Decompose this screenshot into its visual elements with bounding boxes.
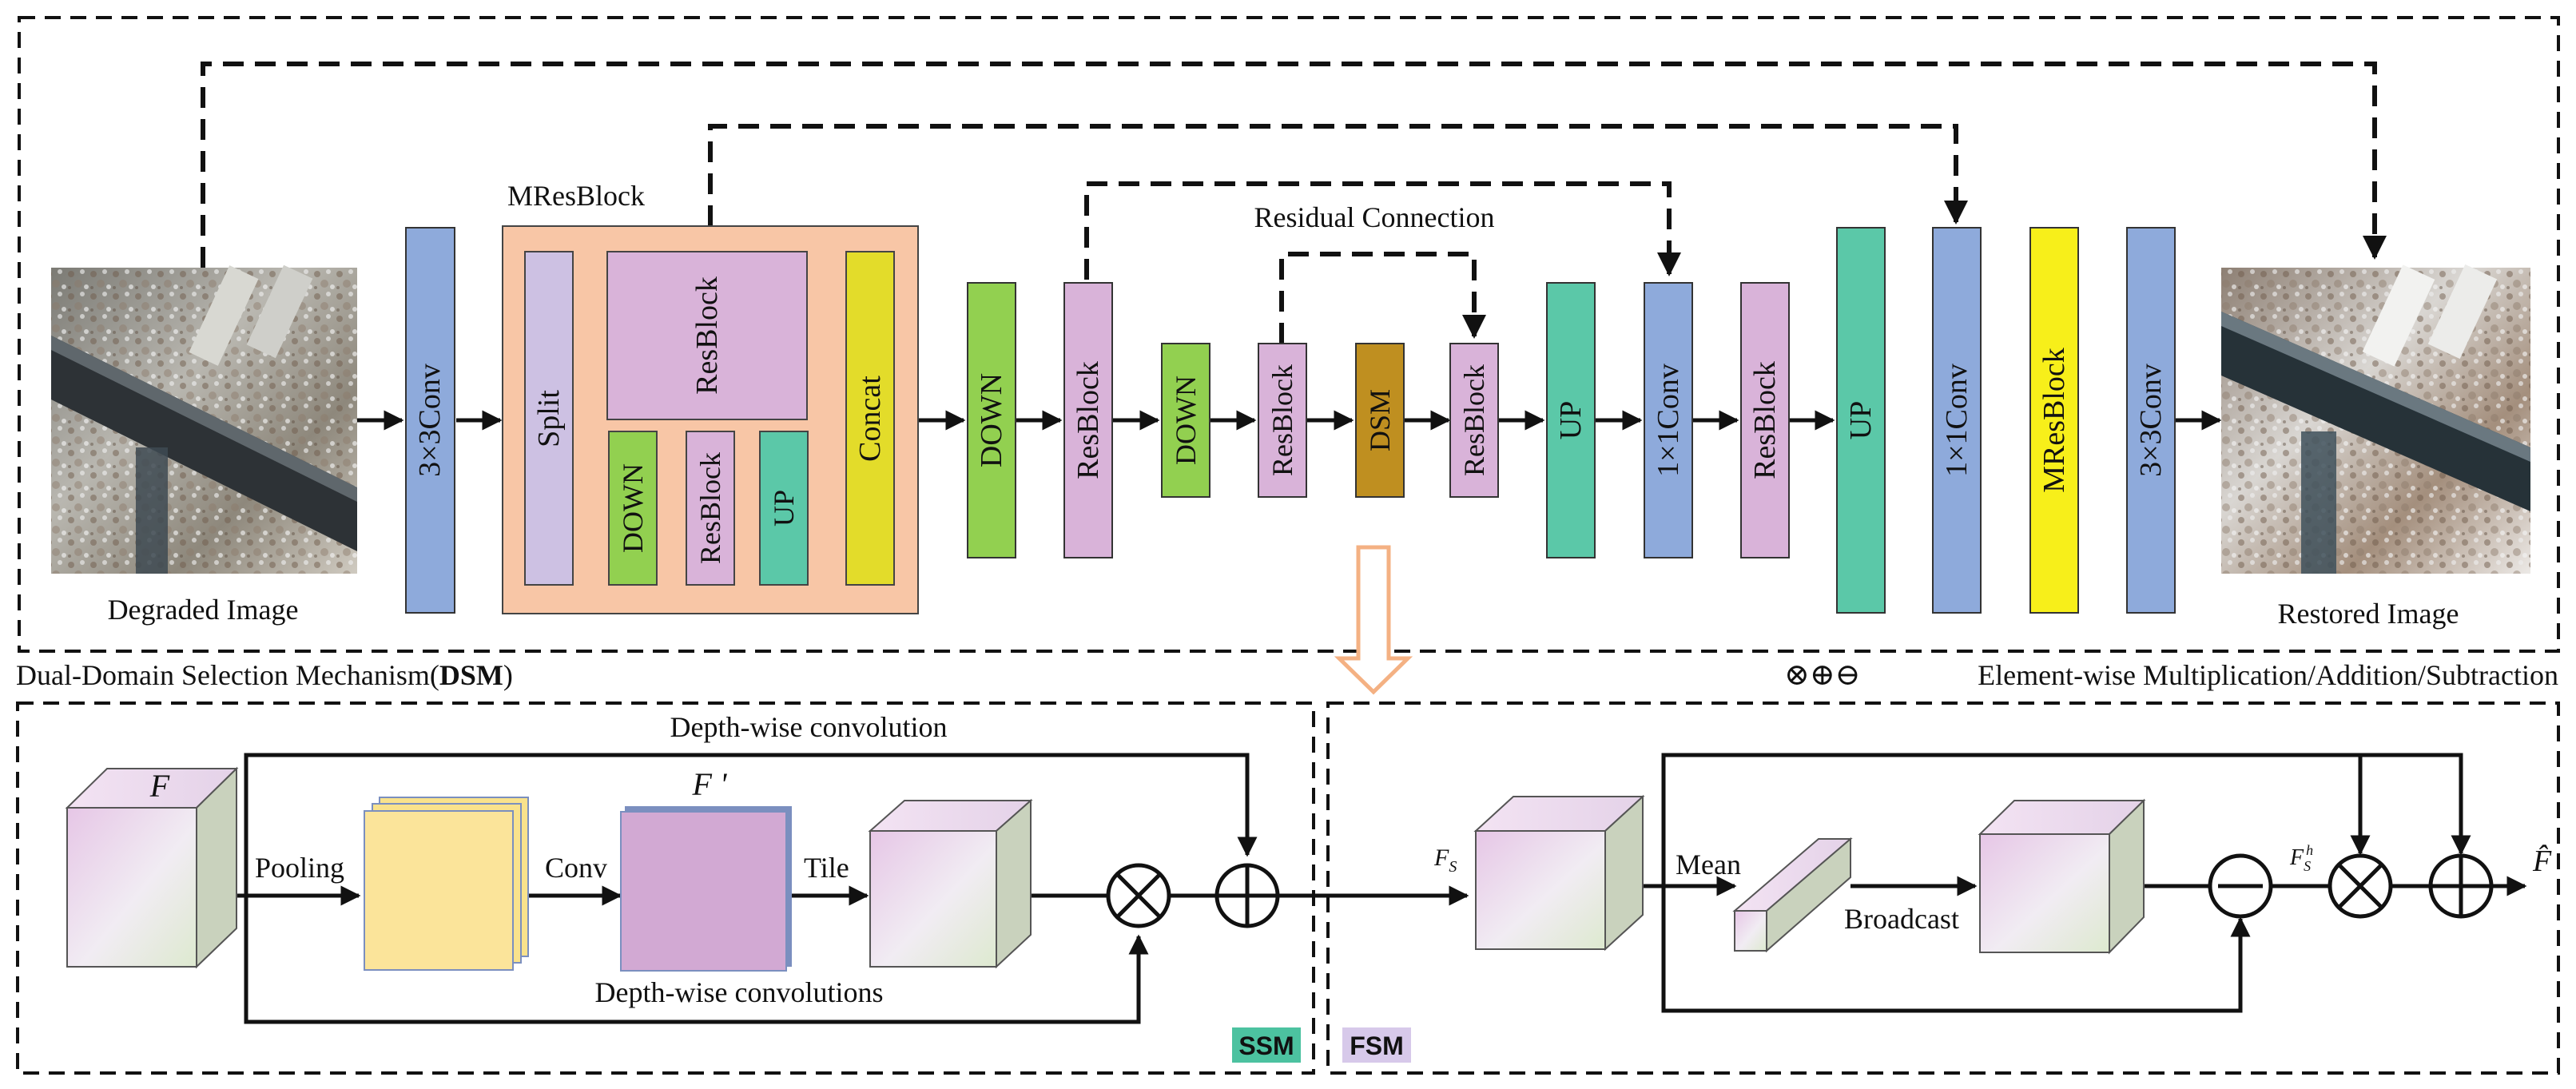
conv3x3-out-label: 3×3Conv: [2134, 364, 2168, 477]
mresblock-title: MResBlock: [507, 180, 645, 212]
resblock-3: [1449, 343, 1499, 498]
fprime-label: F ': [692, 766, 728, 802]
fsh-label: FSh: [2289, 842, 2313, 874]
conv3x3-in-label: 3×3Conv: [413, 364, 447, 477]
ssm-f-label: F: [149, 768, 170, 804]
fsm-input-cube: [1473, 794, 1645, 952]
dsm-title: Dual-Domain Selection Mechanism(DSM): [16, 659, 513, 691]
fs-label: FS: [1433, 845, 1457, 876]
top-frame: [18, 16, 2560, 653]
conv1x1-block-b-label: 1×1Conv: [1940, 364, 1974, 477]
ssm-multiply-op: [1106, 863, 1171, 928]
zoom-down-arrow: [1334, 545, 1413, 695]
mresblock-block: [2029, 227, 2079, 614]
legend-text: Element-wise Multiplication/Addition/Sub…: [1978, 659, 2558, 691]
resblock-2: [1258, 343, 1307, 498]
mean-vector: [1732, 837, 1853, 953]
fprime-feature: [620, 806, 792, 972]
up-small-label: UP: [768, 490, 800, 527]
up-block-1: [1546, 282, 1596, 558]
ssm-input-cube: [65, 766, 239, 969]
down-block-2-label: DOWN: [1170, 376, 1202, 465]
conv1x1-block-b: [1932, 227, 1982, 614]
resblock-4-label: ResBlock: [1748, 361, 1782, 479]
conv-label: Conv: [545, 852, 607, 884]
up-block-2: [1836, 227, 1886, 614]
fhat-label: F̂: [2532, 845, 2552, 878]
ssm-connections: [237, 753, 1469, 1024]
resblock-1-label: ResBlock: [1071, 361, 1105, 479]
split-block: [524, 251, 574, 586]
resblock-small-label: ResBlock: [694, 452, 726, 564]
resblock-big-label: ResBlock: [690, 276, 724, 395]
pooling-label: Pooling: [255, 852, 344, 884]
fsm-add-op: [2428, 853, 2494, 919]
tiled-cube: [868, 798, 1033, 969]
fsm-tag-bg: [1342, 1027, 1411, 1063]
fsm-tag: FSM: [1350, 1031, 1404, 1060]
ssm-tag-bg: [1232, 1027, 1301, 1063]
ssm-depthwise-conv-caption: Depth-wise convolution: [670, 711, 948, 743]
ssm-add-op: [1214, 863, 1280, 928]
fsm-frame: [1326, 701, 2560, 1075]
degraded-image-caption: Degraded Image: [108, 594, 299, 626]
concat-label: Concat: [853, 376, 887, 462]
conv1x1-block-a: [1644, 282, 1693, 558]
split-label: Split: [532, 390, 566, 447]
broadcast-label: Broadcast: [1844, 903, 1959, 935]
restored-image-caption: Restored Image: [2278, 598, 2459, 630]
down-block-1: [967, 282, 1016, 558]
ssm-frame: [16, 701, 1315, 1075]
resblock-3-label: ResBlock: [1458, 364, 1490, 476]
up-block-1-label: UP: [1554, 401, 1588, 440]
pooled-features: [364, 797, 529, 971]
broadcast-cube: [1978, 798, 2146, 955]
degraded-image: [51, 264, 357, 574]
tile-label: Tile: [804, 852, 849, 884]
fsm-connections: [1643, 753, 2527, 1013]
fsm-subtract-op: [2208, 853, 2273, 919]
ssm-tag: SSM: [1238, 1031, 1294, 1060]
skip-connections: [201, 62, 2387, 344]
down-small-block: [608, 431, 658, 586]
resblock-1: [1063, 282, 1113, 558]
restored-image: [2221, 264, 2530, 574]
down-block-1-label: DOWN: [975, 373, 1008, 467]
ssm-depthwise-convs-caption: Depth-wise convolutions: [595, 976, 884, 1008]
resblock-small: [686, 431, 735, 586]
resblock-4: [1740, 282, 1790, 558]
resblock-big: [606, 251, 808, 420]
mean-label: Mean: [1676, 849, 1741, 880]
down-block-2: [1161, 343, 1210, 498]
residual-connection-caption: Residual Connection: [1254, 201, 1495, 233]
up-small-block: [759, 431, 809, 586]
conv3x3-in-block: [405, 227, 455, 614]
dsm-block: [1355, 343, 1405, 498]
up-block-2-label: UP: [1844, 401, 1878, 440]
concat-block: [845, 251, 895, 586]
dsm-block-label: DSM: [1364, 389, 1396, 451]
mresblock-block-label: MResBlock: [2037, 348, 2071, 493]
fsm-multiply-op: [2328, 853, 2393, 919]
conv1x1-block-a-label: 1×1Conv: [1652, 364, 1685, 477]
legend-symbols: ⊗⊕⊖: [1784, 658, 1861, 692]
conv3x3-out-block: [2126, 227, 2176, 614]
down-small-label: DOWN: [617, 463, 649, 553]
resblock-2-label: ResBlock: [1266, 364, 1298, 476]
